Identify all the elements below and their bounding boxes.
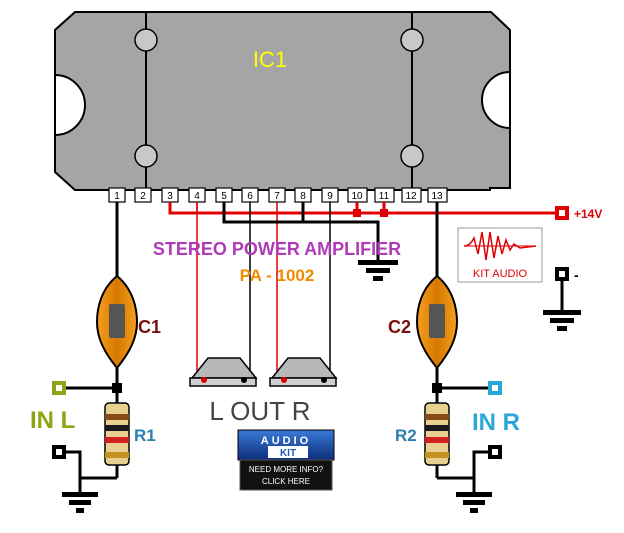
ground-symbol-left [62,492,98,513]
pin-number: 8 [300,191,306,202]
ic1-chip: IC1 [54,11,511,191]
pin-2: 2 [134,187,152,203]
audio-kit-line3: NEED MORE INFO? [249,465,324,474]
ground-bus [222,202,380,260]
pin-3: 3 [161,187,179,203]
kit-audio-logo: KIT AUDIO [457,227,543,283]
ground-symbol-center [358,260,398,281]
input-r-label: IN R [472,409,520,436]
pin-number: 4 [194,191,200,202]
capacitor-c2 [415,274,459,370]
mount-hole-icon [400,28,424,52]
c2-label: C2 [388,317,411,337]
pin-number: 5 [221,191,227,202]
resistor-r1 [104,402,130,466]
ic-pins: 1 2 3 4 5 6 7 8 9 10 11 12 13 [108,187,448,203]
r2-label: R2 [395,426,417,445]
audio-kit-line1: AUDIO [261,435,311,447]
ic-right-notch [481,70,511,130]
input-r-terminal[interactable] [488,381,502,395]
output-label: L OUT R [209,396,310,426]
speaker-black-wires [249,202,331,378]
kit-audio-text: KIT AUDIO [473,268,528,280]
speaker-red-wires [196,202,278,378]
audio-kit-line4: CLICK HERE [262,477,310,486]
pin-number: 6 [247,191,253,202]
pin-number: 2 [140,191,146,202]
pin-number: 9 [327,191,333,202]
ground-symbol-supply [543,310,581,331]
c1-label: C1 [138,317,161,337]
supply-label: +14V [574,207,602,221]
pin-number: 7 [274,191,280,202]
pin-5: 5 [215,187,233,203]
waveform-icon [463,231,537,261]
pin-12: 12 [401,187,422,203]
pin-number: 12 [405,191,417,202]
ic-left-notch [54,73,86,137]
ic-label: IC1 [253,47,287,72]
pin-11: 11 [374,187,395,203]
pin-number: 3 [167,191,173,202]
pin-9: 9 [321,187,339,203]
pin-number: 10 [351,191,363,202]
speaker-right [269,357,338,387]
pin-10: 10 [347,187,368,203]
pin-6: 6 [241,187,259,203]
mount-hole-icon [134,28,158,52]
r1-label: R1 [134,426,156,445]
capacitor-c1 [95,274,139,370]
pin-13: 13 [427,187,448,203]
input-l-ground-terminal [52,445,66,459]
input-l-terminal[interactable] [52,381,66,395]
ground-terminal-label: - [574,267,579,283]
speaker-left [189,357,258,387]
pin-8: 8 [294,187,312,203]
audio-kit-info-button[interactable]: AUDIO KIT NEED MORE INFO? CLICK HERE [237,429,335,491]
model-label: PA - 1002 [240,266,315,285]
supply-terminal [555,206,569,220]
pin-number: 11 [379,191,390,202]
pin-number: 13 [431,191,443,202]
mount-hole-icon [134,144,158,168]
pin-7: 7 [268,187,286,203]
circuit-title: STEREO POWER AMPLIFIER [153,239,401,259]
mount-hole-icon [400,144,424,168]
ground-terminal [555,267,569,281]
pin-4: 4 [188,187,206,203]
supply-rail [168,202,555,215]
ground-symbol-right [456,492,492,513]
audio-kit-line2: KIT [280,448,296,459]
pin-1: 1 [108,187,126,203]
input-l-label: IN L [30,407,75,434]
input-r-ground-terminal [488,445,502,459]
resistor-r2 [424,402,450,466]
pin-number: 1 [114,191,120,202]
